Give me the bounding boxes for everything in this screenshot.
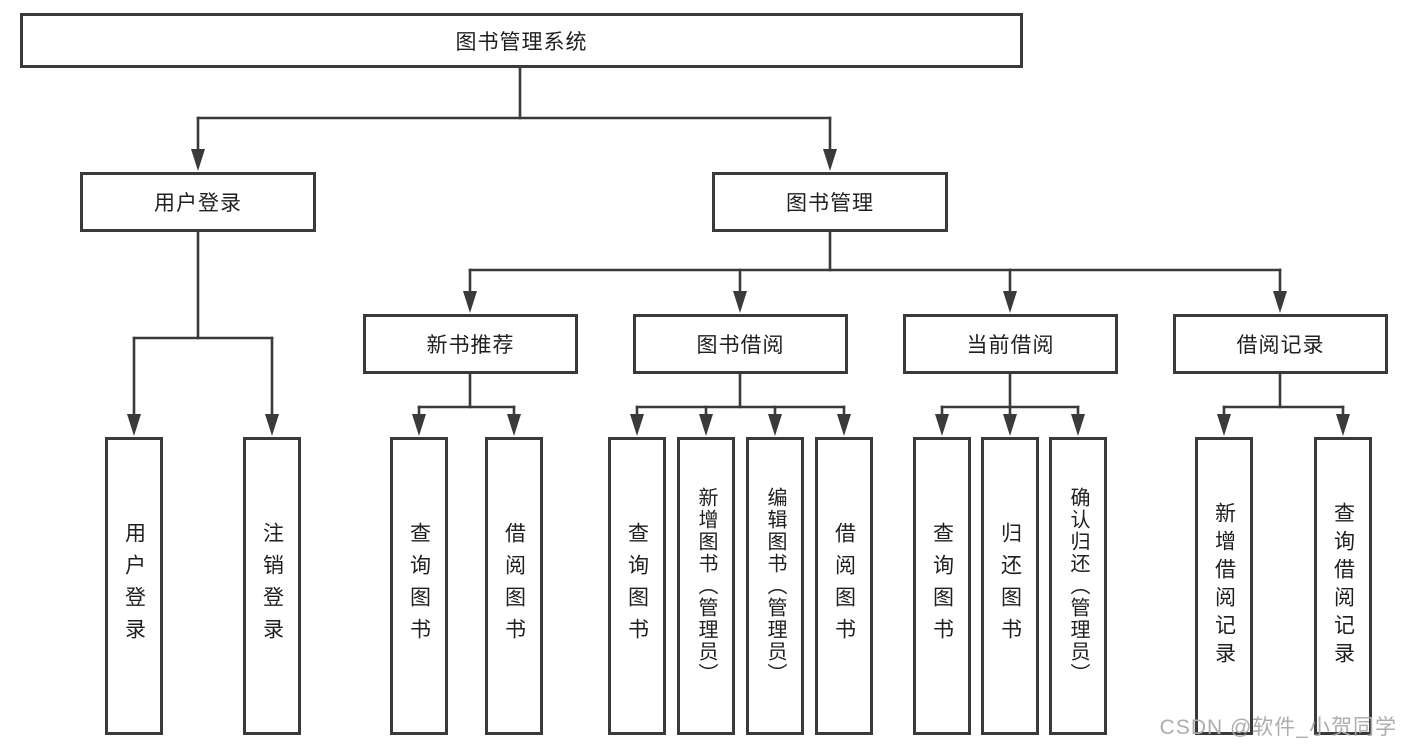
- leaf-add-borrow-record-label: 新增借阅记录: [1212, 502, 1236, 670]
- node-new-book-recommend: 新书推荐: [363, 314, 578, 374]
- leaf-query-borrow-record: 查询借阅记录: [1314, 437, 1372, 735]
- leaf-current-query-books-label: 查询图书: [930, 522, 954, 650]
- node-root-system: 图书管理系统: [20, 13, 1023, 68]
- node-current-borrow: 当前借阅: [903, 314, 1118, 374]
- leaf-query-borrow-record-label: 查询借阅记录: [1331, 502, 1355, 670]
- node-new-book-recommend-label: 新书推荐: [426, 334, 515, 357]
- node-book-management-branch: 图书管理: [712, 172, 948, 232]
- node-borrow-records-label: 借阅记录: [1236, 334, 1325, 357]
- leaf-edit-books-admin: 编辑图书（管理员）: [746, 437, 804, 735]
- leaf-borrow-books: 借阅图书: [815, 437, 873, 735]
- leaf-edit-books-admin-label: 编辑图书（管理员）: [764, 487, 786, 685]
- leaf-logout: 注销登录: [243, 437, 301, 735]
- leaf-borrow-query-books: 查询图书: [608, 437, 666, 735]
- leaf-add-books-admin: 新增图书（管理员）: [677, 437, 735, 735]
- node-root-label: 图书管理系统: [455, 30, 588, 54]
- leaf-current-query-books: 查询图书: [913, 437, 971, 735]
- leaf-user-login: 用户登录: [105, 437, 163, 735]
- leaf-recommend-query-books: 查询图书: [390, 437, 448, 735]
- node-user-login-branch: 用户登录: [80, 172, 316, 232]
- node-book-borrow-label: 图书借阅: [696, 334, 785, 357]
- leaf-user-login-label: 用户登录: [122, 522, 146, 650]
- leaf-return-books-label: 归还图书: [998, 522, 1022, 650]
- arrowheads: [127, 149, 1350, 436]
- leaf-borrow-books-label: 借阅图书: [832, 522, 856, 650]
- node-book-borrow: 图书借阅: [633, 314, 848, 374]
- node-current-borrow-label: 当前借阅: [966, 334, 1055, 357]
- leaf-logout-label: 注销登录: [260, 522, 284, 650]
- leaf-recommend-query-books-label: 查询图书: [407, 522, 431, 650]
- leaf-confirm-return-admin: 确认归还（管理员）: [1049, 437, 1107, 735]
- leaf-return-books: 归还图书: [981, 437, 1039, 735]
- leaf-add-books-admin-label: 新增图书（管理员）: [695, 487, 717, 685]
- node-borrow-records: 借阅记录: [1173, 314, 1388, 374]
- node-user-login-branch-label: 用户登录: [154, 192, 242, 215]
- node-book-management-branch-label: 图书管理: [786, 192, 874, 215]
- leaf-confirm-return-admin-label: 确认归还（管理员）: [1067, 487, 1089, 685]
- leaf-recommend-borrow-books: 借阅图书: [485, 437, 543, 735]
- leaf-recommend-borrow-books-label: 借阅图书: [502, 522, 526, 650]
- leaf-borrow-query-books-label: 查询图书: [625, 522, 649, 650]
- leaf-add-borrow-record: 新增借阅记录: [1195, 437, 1253, 735]
